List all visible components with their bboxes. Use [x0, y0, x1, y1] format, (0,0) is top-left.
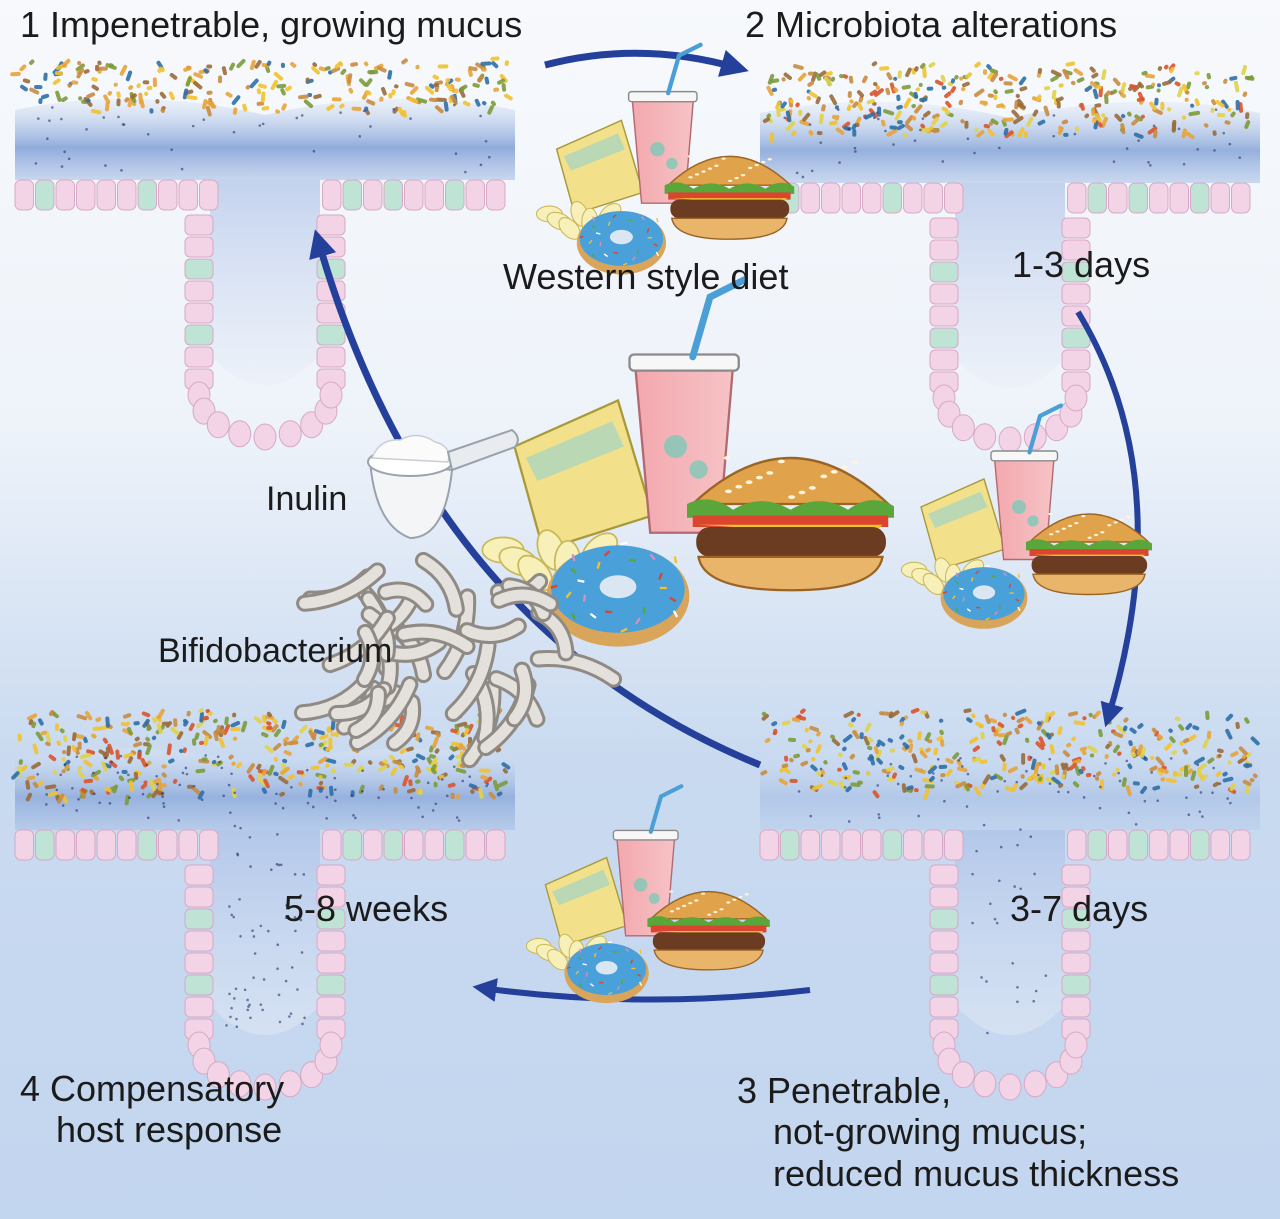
arrow-4-to-1 — [309, 229, 762, 769]
panel-4-title-line-1: 4 Compensatory — [20, 1068, 285, 1109]
panel-3-title-line-2: not-growing mucus; — [773, 1111, 1088, 1153]
panel-3-crypt — [759, 707, 1260, 1101]
panel-3-title-line-1: 3 Penetrable, — [737, 1070, 952, 1111]
arrow-1-to-2 — [544, 49, 749, 77]
panel-2-crypt — [759, 61, 1260, 454]
fast-food-icon — [535, 42, 795, 275]
panel-2-time: 1-3 days — [1012, 244, 1151, 285]
arrow-3-to-4 — [472, 978, 811, 1003]
arrow-2-to-3 — [1075, 310, 1141, 728]
panel-3-time: 3-7 days — [1010, 888, 1149, 929]
panel-2-title: 2 Microbiota alterations — [745, 4, 1118, 45]
bacteria-cluster-icon — [293, 551, 623, 769]
fast-food-icon — [481, 276, 894, 647]
panel-4-time: 5-8 weeks — [284, 888, 449, 929]
panel-1-crypt — [10, 56, 515, 451]
fast-food-icon — [900, 403, 1152, 629]
inulin-scoop-icon — [367, 428, 519, 540]
panel-3-title-line-3: reduced mucus thickness — [773, 1152, 1180, 1194]
fast-food-icon — [525, 784, 770, 1004]
bifidobacterium-label: Bifidobacterium — [158, 632, 393, 670]
panel-4-title-line-2: host response — [56, 1109, 283, 1151]
western-diet-label: Western style diet — [503, 256, 789, 297]
panel-3-title: 3 Penetrable, not-growing mucus; reduced… — [737, 1070, 1179, 1194]
inulin-label: Inulin — [266, 480, 348, 518]
panel-4-title: 4 Compensatory host response — [20, 1068, 284, 1151]
panel-1-title: 1 Impenetrable, growing mucus — [20, 4, 523, 45]
panel-4-crypt — [11, 708, 515, 1101]
